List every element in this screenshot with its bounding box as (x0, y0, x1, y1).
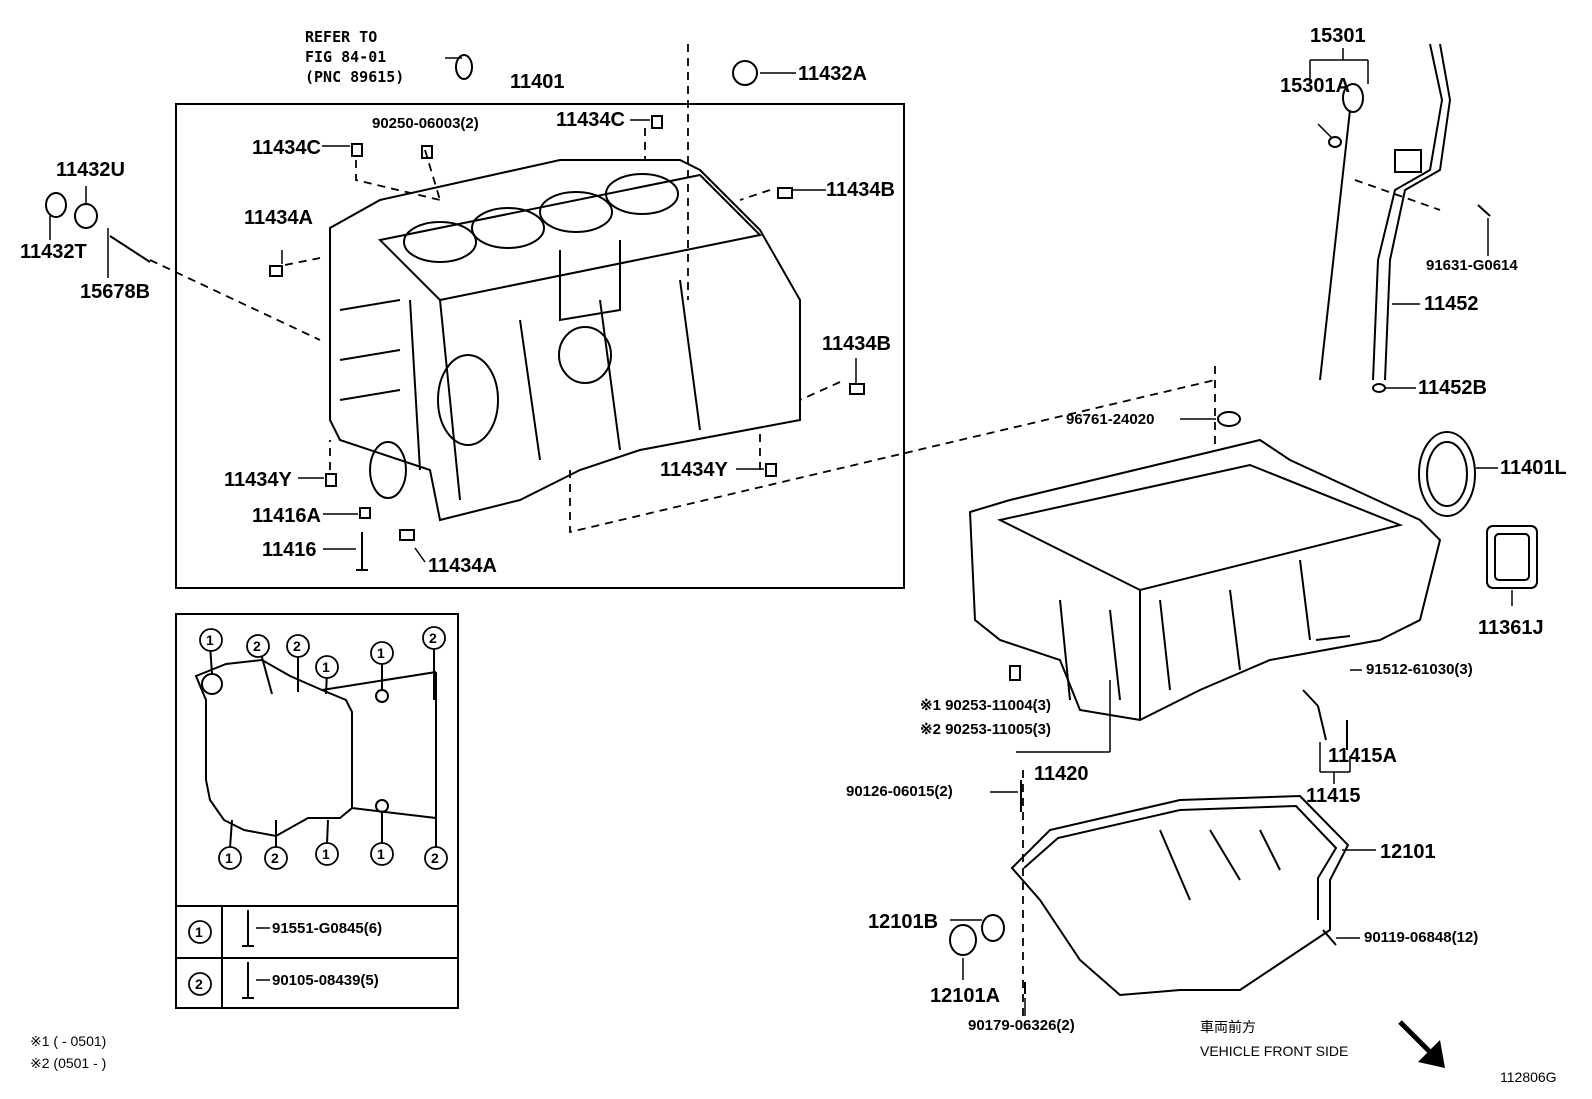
part-label: 11415 (1306, 785, 1361, 807)
part-label: 11434Y (660, 459, 728, 481)
part-label: 11452 (1424, 293, 1479, 315)
part-label: 90119-06848(12) (1364, 929, 1479, 946)
part-label: 11434A (244, 207, 313, 229)
part-label: 11434Y (224, 469, 292, 491)
part-label: 12101B (868, 911, 939, 933)
part-label: 91631-G0614 (1426, 257, 1518, 274)
part-label: 12101 (1380, 841, 1436, 863)
part-label: 11401 (510, 71, 565, 93)
part-label: 11416 (262, 539, 317, 561)
gasket-12101B (981, 914, 1005, 942)
part-label: 11416A (252, 505, 321, 527)
legend-part-1: 91551-G0845(6) (272, 920, 383, 937)
part-label: 15301A (1280, 75, 1351, 97)
bolt-marker: 2 (253, 638, 261, 654)
figure-id: 112806G (1500, 1069, 1557, 1085)
part-label: 11432A (798, 63, 867, 85)
legend-marker-2: 2 (195, 976, 203, 992)
part-label: 90179-06326(2) (968, 1017, 1075, 1034)
dipstick (1319, 43, 1452, 381)
direction-en: VEHICLE FRONT SIDE (1200, 1043, 1349, 1059)
bolt-marker: 2 (271, 850, 279, 866)
bolt-marker: 1 (322, 659, 330, 675)
bolt-marker: 1 (225, 850, 233, 866)
part-label: 90126-06015(2) (846, 783, 953, 800)
part-label: 15301 (1310, 25, 1366, 47)
part-label: 11432U (56, 159, 125, 181)
part-label: 11361J (1478, 617, 1544, 639)
bolt-marker: 1 (377, 846, 385, 862)
front-direction-arrow (1398, 1020, 1445, 1068)
footnote-2: ※2 (0501 - ) (30, 1055, 107, 1071)
bolt-marker: 1 (377, 645, 385, 661)
bolt-pattern-frame (175, 613, 459, 1009)
block-group-frame (175, 103, 905, 589)
part-label: 15678B (80, 281, 151, 303)
part-label: ※2 90253-11005(3) (920, 721, 1052, 738)
part-label: 11432T (20, 241, 87, 263)
refer-note-line2: FIG 84-01 (305, 48, 387, 66)
part-label: 91512-61030(3) (1366, 661, 1473, 678)
refer-note-line1: REFER TO (305, 28, 378, 46)
part-label: 11434C (252, 137, 321, 159)
refer-note-line3: (PNC 89615) (305, 68, 405, 86)
part-label: ※1 90253-11004(3) (920, 697, 1052, 714)
direction-jp: 車両前方 (1200, 1019, 1256, 1035)
legend-marker-1: 1 (195, 924, 203, 940)
gasket-11361J (1486, 525, 1538, 589)
part-label: 11415A (1328, 745, 1397, 767)
footnote-1: ※1 ( - 0501) (30, 1033, 107, 1049)
part-label: 11452B (1418, 377, 1487, 399)
bolt-marker: 2 (293, 638, 301, 654)
part-label: 11434A (428, 555, 497, 577)
bolt-marker: 1 (322, 846, 330, 862)
cylinder-block (329, 159, 801, 522)
part-label: 12101A (930, 985, 1001, 1007)
part-label: 11434C (556, 109, 625, 131)
oil-seal-11401L (1418, 431, 1476, 517)
bolt-marker: 1 (206, 632, 214, 648)
bolt-marker: 2 (429, 630, 437, 646)
part-label: 11420 (1034, 763, 1089, 785)
part-label: 90250-06003(2) (372, 115, 479, 132)
part-label: 96761-24020 (1066, 411, 1155, 428)
oil-pan-lower (1010, 794, 1350, 997)
legend-part-2: 90105-08439(5) (272, 972, 379, 989)
part-label: 11401L (1500, 457, 1567, 479)
part-label: 11434B (822, 333, 891, 355)
oil-pan-upper (968, 438, 1442, 722)
bolt-pattern-outline (194, 644, 437, 849)
bolt-marker: 2 (431, 850, 439, 866)
drain-plug-12101A (949, 924, 977, 956)
part-label: 11434B (826, 179, 895, 201)
